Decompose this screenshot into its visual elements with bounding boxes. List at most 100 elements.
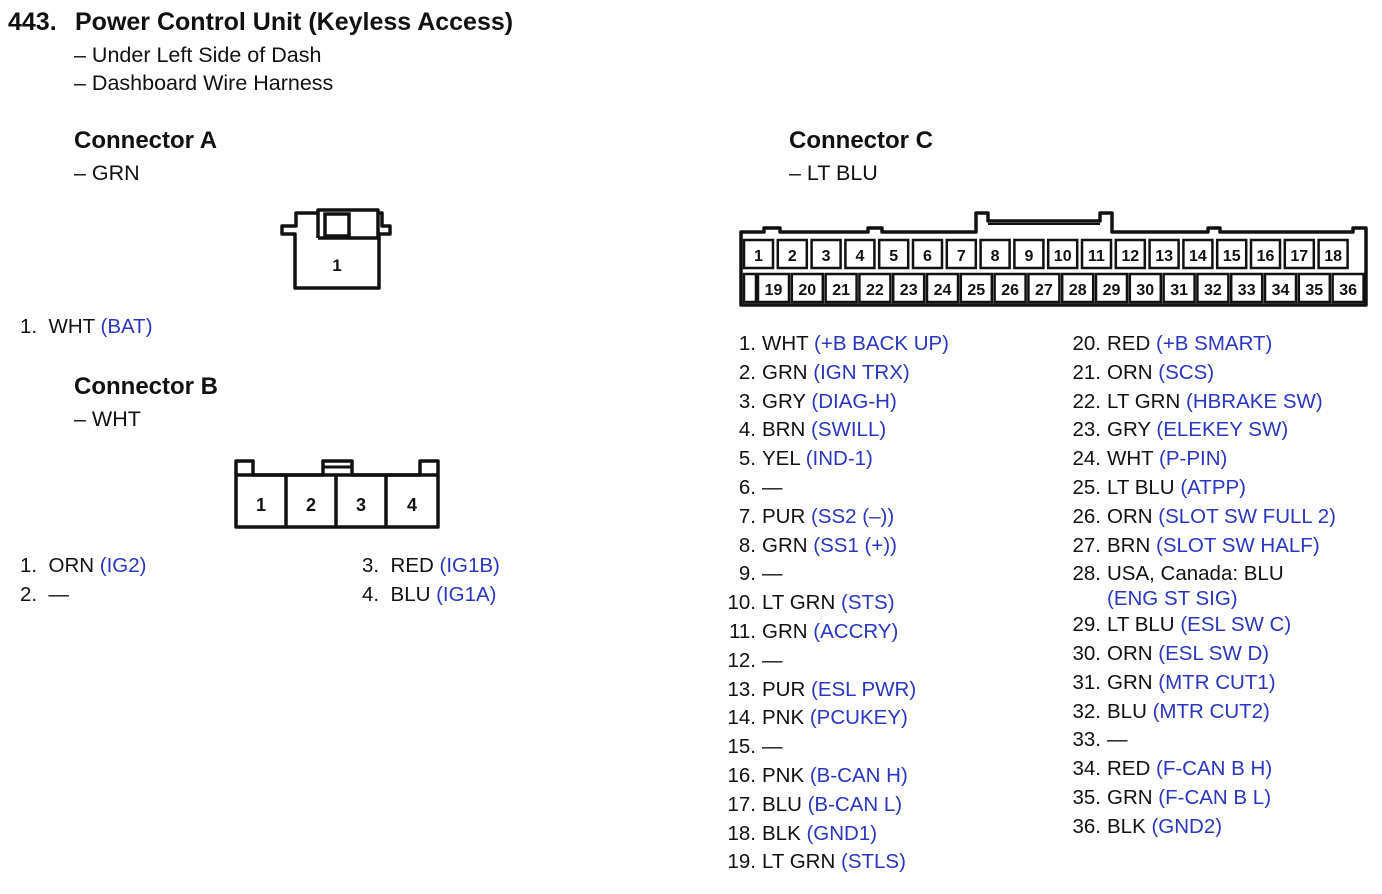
connector-c-cavity-label: 16 xyxy=(1257,248,1275,265)
signal-name: (+B SMART) xyxy=(1156,332,1273,355)
pin-number: 28. xyxy=(1072,562,1102,586)
connector-c-pin-row: 20.RED (+B SMART) xyxy=(1063,330,1336,359)
signal-name: (ELEKEY SW) xyxy=(1156,418,1289,442)
connector-c-cavity-label: 18 xyxy=(1324,248,1342,265)
wire-color: GRN xyxy=(762,619,808,643)
connector-c-cavity xyxy=(776,238,809,270)
signal-name: (SS2 (–)) xyxy=(811,504,895,528)
connector-c-pin-row: 31.GRN (MTR CUT1) xyxy=(1063,669,1336,698)
signal-name: (+B BACK UP) xyxy=(814,332,950,355)
connector-c-pin-row: 3.GRY (DIAG-H) xyxy=(722,388,949,417)
wire-color: YEL xyxy=(762,447,800,471)
connector-c-pin-row: 16.PNK (B-CAN H) xyxy=(722,762,949,791)
connector-c-pin-row: 35.GRN (F-CAN B L) xyxy=(1063,784,1336,813)
connector-c-cavity-label: 34 xyxy=(1272,282,1290,299)
connector-c-cavity xyxy=(1249,238,1282,270)
wire-color: WHT xyxy=(1107,447,1154,471)
signal-name: (B-CAN H) xyxy=(809,763,908,787)
connector-c-cavity-label: 4 xyxy=(855,248,864,265)
pin-number: 5. xyxy=(738,447,756,471)
connector-c-cavity-label: 17 xyxy=(1290,248,1308,265)
connector-b-pin-2: 2. — xyxy=(20,583,70,606)
connector-c-cavity xyxy=(1331,272,1365,304)
connector-c-pin-row: 10.LT GRN (STS) xyxy=(722,589,949,618)
connector-c-cavity xyxy=(1080,238,1113,270)
connector-c-pin-row: 23.GRY (ELEKEY SW) xyxy=(1063,416,1336,445)
pin-number: 29. xyxy=(1072,613,1102,637)
connector-c-cavity-label: 25 xyxy=(967,282,985,299)
wire-color: LT GRN xyxy=(1107,389,1181,413)
connector-c-pin-row: 9.— xyxy=(722,560,949,589)
connector-c-pin-row: 2.GRN (IGN TRX) xyxy=(722,359,949,388)
connector-c-cavity xyxy=(925,272,960,304)
connector-c-cavity-label: 11 xyxy=(1088,248,1105,265)
connector-c-cavity-label: 23 xyxy=(900,282,918,299)
connector-c-cavity xyxy=(1215,238,1248,270)
connector-c-pin-row: 24.WHT (P-PIN) xyxy=(1063,445,1336,474)
connector-c-cavity-label: 30 xyxy=(1136,282,1154,299)
connector-c-pin-row: 21.ORN (SCS) xyxy=(1063,359,1336,388)
pin-number: 34. xyxy=(1072,757,1102,781)
wire-color: ORN xyxy=(1107,360,1153,384)
connector-c-cavity-label: 15 xyxy=(1223,248,1241,265)
wire-color: ORN xyxy=(1107,504,1153,528)
signal-name: (ENG ST SIG) xyxy=(1107,587,1238,611)
signal-name: (MTR CUT1) xyxy=(1158,670,1276,694)
connector-c-pin-row: 17.BLU (B-CAN L) xyxy=(722,791,949,820)
pin-number: 14. xyxy=(727,706,757,730)
connector-b-cavity-4: 4 xyxy=(407,495,417,515)
connector-c-pin-row: 13.PUR (ESL PWR) xyxy=(722,676,949,705)
pin-number: 3. xyxy=(738,389,756,413)
connector-c-pin-row: 26.ORN (SLOT SW FULL 2) xyxy=(1063,503,1336,532)
wire-color: — xyxy=(762,648,783,672)
pin-number: 24. xyxy=(1072,447,1102,471)
signal-name: (SWILL) xyxy=(811,418,887,442)
connector-c-cavity xyxy=(1229,272,1264,304)
connector-b-pin-3: 3. RED (IG1B) xyxy=(362,554,500,577)
signal-name: (GND2) xyxy=(1151,814,1223,838)
pin-number: 30. xyxy=(1072,641,1102,665)
connector-c-key-block xyxy=(742,272,758,304)
pin-number: 15. xyxy=(727,735,757,759)
signal-name: (P-PIN) xyxy=(1159,447,1228,471)
connector-c-cavity xyxy=(945,238,978,270)
pin-number: 22. xyxy=(1072,389,1102,413)
connector-c-cavity-label: 5 xyxy=(889,248,898,265)
connector-c-pin-row: 29.LT BLU (ESL SW C) xyxy=(1063,611,1336,640)
connector-c-cavity xyxy=(756,272,791,304)
connector-c-cavity-label: 9 xyxy=(1024,248,1033,265)
pin-number: 4. xyxy=(738,418,756,442)
connector-c-cavity-label: 32 xyxy=(1204,282,1222,299)
connector-c-cavity xyxy=(1162,272,1196,304)
wire-color: BLK xyxy=(1107,814,1146,838)
wire-color: — xyxy=(762,562,783,586)
diagram-number: 443. xyxy=(8,8,57,36)
connector-c-pin-row: 12.— xyxy=(722,647,949,676)
signal-name: (F-CAN B H) xyxy=(1156,757,1273,781)
wire-color: BRN xyxy=(1107,533,1151,557)
wire-color: GRY xyxy=(762,389,806,413)
connector-c-pin-row: 4.BRN (SWILL) xyxy=(722,416,949,445)
connector-c-cavity xyxy=(1046,238,1079,270)
signal-name: (SS1 (+)) xyxy=(813,533,897,557)
connector-c-pin-list-left: 1.WHT (+B BACK UP)2.GRN (IGN TRX)3.GRY (… xyxy=(722,330,950,877)
connector-c-pin-row: 1.WHT (+B BACK UP) xyxy=(722,330,949,359)
connector-c-pin-row: 8.GRN (SS1 (+)) xyxy=(722,532,949,561)
pin-number: 13. xyxy=(727,677,757,701)
connector-c-cavity-label: 28 xyxy=(1069,282,1087,299)
wire-color: BRN xyxy=(762,418,806,442)
pin-number: 17. xyxy=(727,792,757,816)
pin-number: 10. xyxy=(727,591,757,615)
connector-c-cavity-label: 7 xyxy=(957,248,966,265)
pin-number: 33. xyxy=(1072,728,1102,752)
wire-color: PNK xyxy=(762,763,805,787)
wire-color: BLK xyxy=(762,821,801,845)
wire-color: GRN xyxy=(1107,785,1153,809)
connector-b-cavity-1: 1 xyxy=(256,495,266,515)
connector-c-cavity xyxy=(1317,238,1349,270)
connector-a-diagram: 1 xyxy=(280,208,392,290)
connector-b-cavity-3: 3 xyxy=(356,495,366,515)
wire-color: PNK xyxy=(762,706,805,730)
signal-name: (GND1) xyxy=(806,821,878,845)
diagram-title: Power Control Unit (Keyless Access) xyxy=(75,8,514,36)
